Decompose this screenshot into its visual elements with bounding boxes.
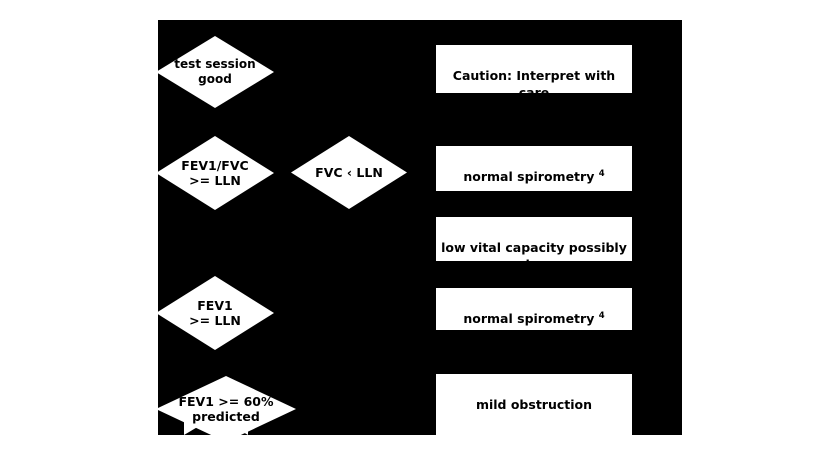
reference-marker: 4 (598, 169, 605, 180)
decision-fvc-less-than-lln[interactable]: FVC ‹ LLN (291, 136, 407, 209)
decision-label: FVC ‹ LLN (315, 164, 383, 180)
outcome-normal-spirometry-lower[interactable]: normal spirometry 4 (436, 288, 632, 330)
outcome-text: Caution: Interpret with care (452, 68, 616, 93)
outcome-mild-obstruction[interactable]: mild obstruction (436, 374, 632, 435)
outcome-caution-interpret[interactable]: Caution: Interpret with care (436, 45, 632, 93)
decision-test-session-good[interactable]: test session good (158, 36, 274, 108)
decision-fev1-gte-lln[interactable]: FEV1 >= LLN (158, 276, 274, 350)
outcome-label: Caution: Interpret with care (436, 45, 632, 93)
outcome-label: low vital capacity possibly due to restr… (436, 217, 632, 261)
outcome-label: mild obstruction (476, 374, 592, 414)
decision-label: FEV1 >= 60% predicted (178, 393, 274, 424)
outcome-low-vital-capacity[interactable]: low vital capacity possibly due to restr… (436, 217, 632, 261)
decision-fev1-fvc-ratio[interactable]: FEV1/FVC >= LLN (158, 136, 274, 210)
outcome-text: low vital capacity possibly due to restr… (441, 240, 627, 261)
outcome-label: normal spirometry 4 (463, 288, 604, 328)
decision-label: FEV1 >= LLN (189, 297, 241, 328)
outcome-normal-spirometry-upper[interactable]: normal spirometry 4 (436, 146, 632, 191)
decision-label: FEV1/FVC >= LLN (181, 157, 249, 188)
decision-label: test session good (174, 57, 256, 86)
outcome-text: mild obstruction (475, 397, 593, 413)
outcome-text: normal spirometry (463, 311, 599, 327)
outcome-label: normal spirometry 4 (463, 146, 604, 186)
decision-fev1-gte-60-percent[interactable]: FEV1 >= 60% predicted (158, 376, 296, 435)
flowchart-canvas: test session good FEV1/FVC >= LLN FVC ‹ … (158, 20, 682, 435)
reference-marker: 4 (598, 311, 605, 322)
outcome-text: normal spirometry (463, 169, 599, 185)
